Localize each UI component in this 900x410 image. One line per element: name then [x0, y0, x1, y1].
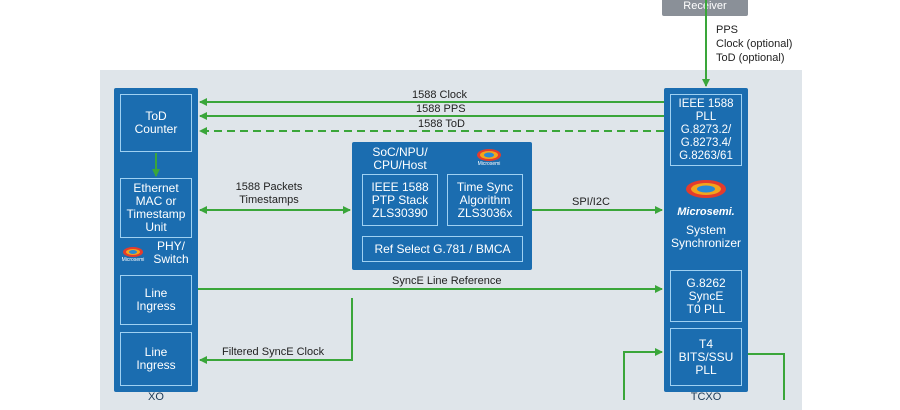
tod-optional-label: ToD (optional) [716, 52, 785, 64]
filtered-synce-arrow [199, 298, 353, 364]
phy-switch-label: PHY/ Switch [153, 239, 189, 266]
synce-ref-label: SyncE Line Reference [392, 275, 502, 287]
ptp-stack-box: IEEE 1588 PTP Stack ZLS30390 [362, 174, 438, 226]
tod-counter-label: ToD Counter [134, 109, 178, 136]
line-ingress-1-box: Line Ingress [120, 275, 192, 325]
time-sync-box: Time Sync Algorithm ZLS3036x [447, 174, 523, 226]
system-synchronizer-label: System Synchronizer [670, 223, 742, 250]
soc-header: SoC/NPU/ CPU/Host [372, 145, 428, 172]
ethernet-label: Ethernet MAC or Timestamp Unit [126, 181, 186, 234]
connector-arrows [152, 0, 785, 400]
logo-text-left: Microsemi [122, 257, 145, 262]
g8262-box: G.8262 SyncE T0 PLL [670, 270, 742, 322]
line-ingress-1-label: Line Ingress [136, 286, 176, 313]
line-ingress-2-box: Line Ingress [120, 332, 192, 386]
ethernet-box: Ethernet MAC or Timestamp Unit [120, 178, 192, 238]
microsemi-logo-right [686, 180, 726, 198]
logo-text-center: Microsemi [478, 161, 501, 167]
t4-input-arrow [623, 348, 663, 400]
time-sync-label: Time Sync Algorithm ZLS3036x [456, 179, 514, 220]
g8262-label: G.8262 SyncE T0 PLL [686, 275, 726, 316]
ptp-stack-label: IEEE 1588 PTP Stack ZLS30390 [371, 179, 429, 220]
tod-1588-label: 1588 ToD [418, 118, 465, 130]
ref-select-label: Ref Select G.781 / BMCA [374, 241, 511, 256]
microsemi-brand: Microsemi. [677, 206, 735, 218]
right-column [664, 88, 748, 392]
tod-counter-box: ToD Counter [120, 94, 192, 152]
ieee-pll-label: IEEE 1588 PLL G.8273.2/ G.8273.4/ G.8263… [678, 97, 734, 162]
pps-label: PPS [716, 24, 739, 36]
t4-box: T4 BITS/SSU PLL [670, 328, 742, 386]
filtered-synce-label: Filtered SyncE Clock [222, 346, 325, 358]
pps-1588-label: 1588 PPS [416, 103, 466, 115]
microsemi-logo-center: Microsemi [477, 149, 501, 167]
soc-block [352, 142, 532, 270]
t4-label: T4 BITS/SSU PLL [678, 336, 734, 377]
microsemi-logo-small-left: Microsemi [122, 247, 145, 262]
packets-label: 1588 Packets Timestamps [235, 181, 303, 206]
clock-1588-label: 1588 Clock [412, 89, 468, 101]
spi-label: SPI/I2C [572, 196, 610, 208]
line-ingress-2-label: Line Ingress [136, 345, 176, 372]
ieee-pll-box: IEEE 1588 PLL G.8273.2/ G.8273.4/ G.8263… [670, 94, 742, 166]
left-column [114, 88, 198, 392]
clock-optional-label: Clock (optional) [716, 38, 793, 50]
ref-select-box: Ref Select G.781 / BMCA [362, 236, 523, 262]
t4-output-line [748, 353, 785, 400]
